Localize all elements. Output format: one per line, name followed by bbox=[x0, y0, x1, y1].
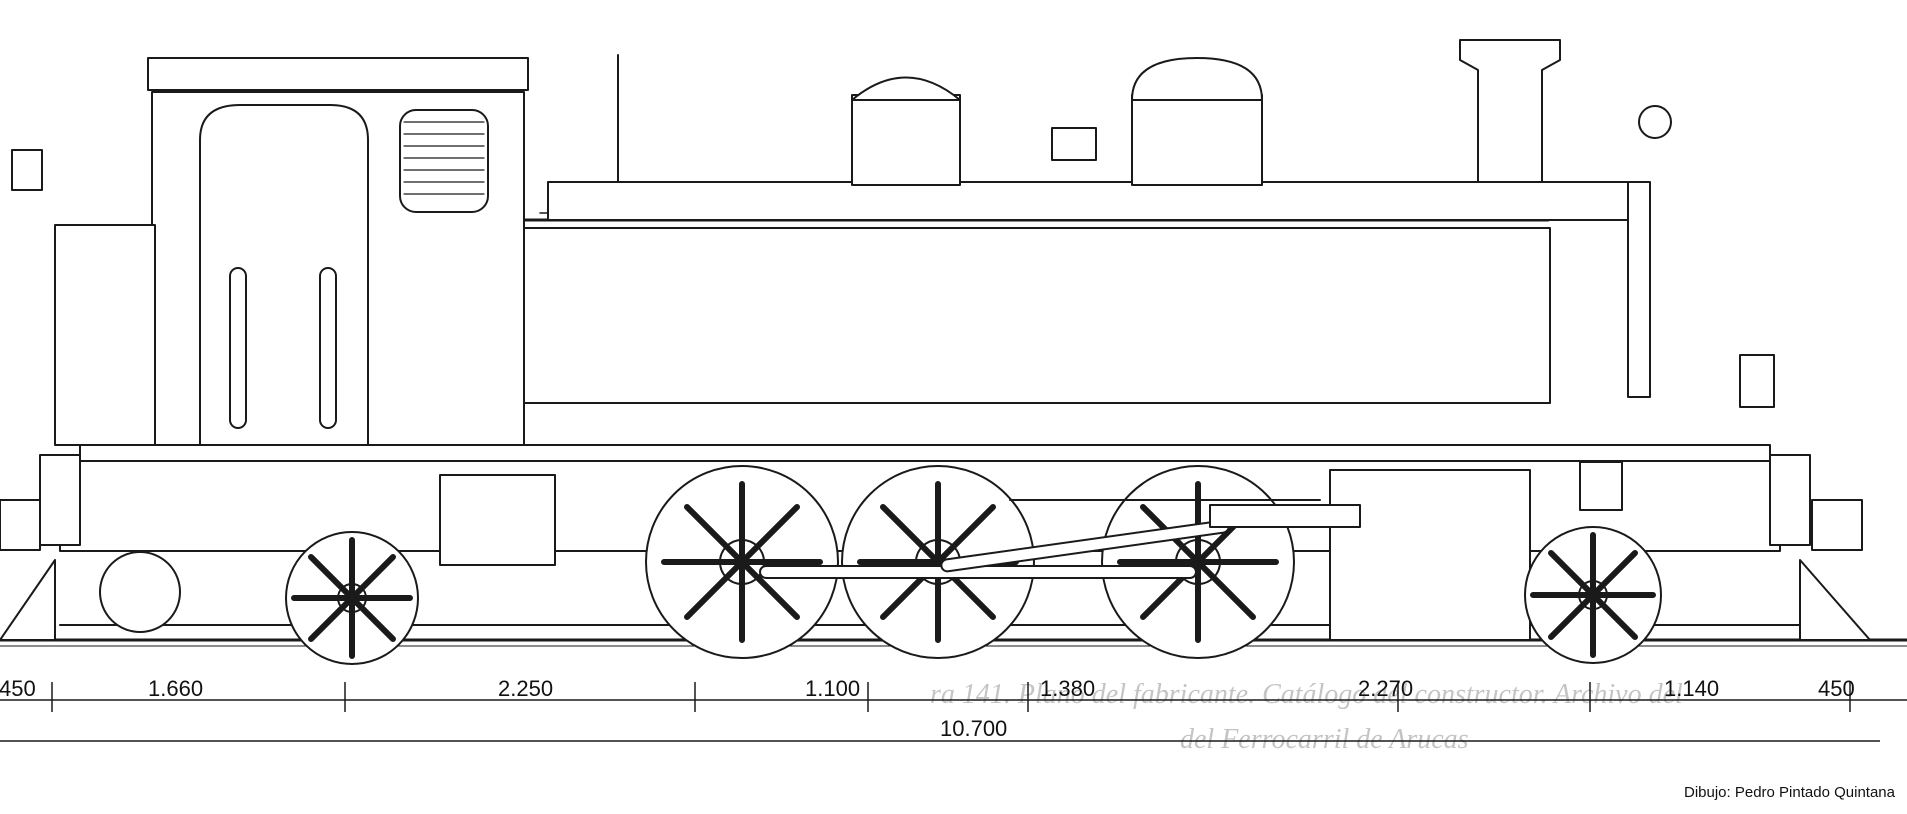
dimension-label-7: 1.140 bbox=[1664, 676, 1719, 701]
chimney bbox=[1459, 39, 1561, 183]
cab-window-louver bbox=[399, 109, 489, 213]
drawing-credit: Dibujo: Pedro Pintado Quintana bbox=[1684, 784, 1896, 801]
cylinder-block bbox=[439, 474, 556, 566]
sand-dome bbox=[851, 94, 961, 186]
wheel-spokes bbox=[291, 481, 1656, 659]
front-buffer bbox=[1811, 499, 1863, 551]
boiler-top bbox=[547, 181, 1639, 221]
ghost-caption-line-1: ra 141. Plano del fabricante. Catálogo d… bbox=[930, 679, 1683, 710]
running-board bbox=[79, 444, 1771, 462]
water-tank-lower bbox=[1329, 469, 1531, 641]
total-length-label: 10.700 bbox=[940, 716, 1007, 741]
cab-handrail-right bbox=[319, 267, 337, 429]
front-cowcatcher bbox=[1799, 559, 1871, 641]
sand-dome-cap bbox=[851, 76, 961, 101]
smokebox-front bbox=[1627, 181, 1651, 398]
headlamp-bracket bbox=[1638, 105, 1672, 139]
cab-roof bbox=[147, 57, 529, 91]
dimension-label-3: 2.250 bbox=[498, 676, 553, 701]
dimension-line bbox=[0, 682, 1907, 742]
safety-valve bbox=[1051, 127, 1097, 161]
steam-dome-cap bbox=[1131, 57, 1263, 101]
side-tank bbox=[519, 227, 1551, 404]
rear-buffer-beam bbox=[39, 454, 81, 546]
front-steam-chest bbox=[1579, 461, 1623, 511]
rear-tank-drum bbox=[99, 551, 181, 633]
coal-bunker bbox=[54, 224, 156, 446]
dimension-label-8: 450 bbox=[1818, 676, 1855, 701]
steam-dome bbox=[1131, 94, 1263, 186]
front-lamp bbox=[1739, 354, 1775, 408]
front-buffer-beam bbox=[1769, 454, 1811, 546]
dimension-label-6: 2.270 bbox=[1358, 676, 1413, 701]
rear-cowcatcher bbox=[0, 559, 56, 641]
dimension-labels: 450 1.660 2.250 1.100 1.380 2.270 1.140 … bbox=[0, 676, 1855, 741]
cab-handrail-left bbox=[229, 267, 247, 429]
dimension-label-5: 1.380 bbox=[1040, 676, 1095, 701]
rear-buffer bbox=[0, 499, 41, 551]
rear-lamp bbox=[11, 149, 43, 191]
crosshead-guide bbox=[1209, 504, 1361, 528]
louver-slats bbox=[403, 121, 485, 195]
dimension-label-2: 1.660 bbox=[148, 676, 203, 701]
locomotive-side-view bbox=[0, 39, 1907, 665]
dimension-ticks bbox=[51, 682, 1851, 712]
dimension-label-1: 450 bbox=[0, 676, 36, 701]
cab-door-opening bbox=[199, 104, 369, 446]
ghost-caption-line-2: del Ferrocarril de Arucas bbox=[1180, 724, 1469, 755]
dimension-label-4: 1.100 bbox=[805, 676, 860, 701]
